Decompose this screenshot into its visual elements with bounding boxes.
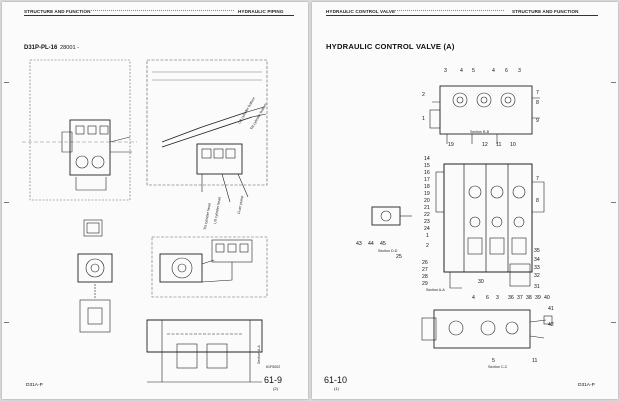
serial-label: 28001 - — [60, 45, 79, 51]
right-page-number: 61-10 — [324, 375, 348, 385]
callout-33: 33 — [534, 265, 540, 271]
callout-45: 45 — [380, 241, 386, 247]
left-header-section: STRUCTURE AND FUNCTION — [24, 9, 91, 14]
callout-32: 32 — [534, 273, 540, 279]
right-header-section: HYDRAULIC CONTROL VALVE — [326, 9, 396, 14]
callout-5: 5 — [472, 68, 475, 74]
callout-3c: 3 — [496, 295, 499, 301]
right-page: HYDRAULIC CONTROL VALVE STRUCTURE AND FU… — [312, 2, 618, 399]
callout-7: 7 — [536, 90, 539, 96]
callout-23: 23 — [424, 219, 430, 225]
callout-17: 17 — [424, 177, 430, 183]
callout-tilt-cylinder-head: Tilt cylinder head — [203, 203, 212, 230]
callout-15: 15 — [424, 163, 430, 169]
callout-16: 16 — [424, 170, 430, 176]
callout-31: 31 — [534, 284, 540, 290]
callout-38: 38 — [526, 295, 532, 301]
callout-5b: 5 — [492, 358, 495, 364]
callout-6b: 6 — [486, 295, 489, 301]
callout-9: 9 — [536, 118, 539, 124]
callout-6: 6 — [505, 68, 508, 74]
callout-1: 1 — [422, 116, 425, 122]
callout-from-pump: From pump — [237, 195, 244, 214]
callout-30: 30 — [478, 279, 484, 285]
right-page-sub: (1) — [334, 386, 339, 391]
callout-2: 2 — [422, 92, 425, 98]
section-a-a-label: Section A-A — [257, 345, 261, 364]
callout-11: 11 — [496, 142, 501, 148]
callout-tilt-cylinder-bottom: Tilt cylinder bottom — [249, 102, 267, 130]
right-header-leader — [392, 10, 504, 14]
callout-22: 22 — [424, 212, 430, 218]
binder-mark — [611, 322, 616, 323]
callout-3b: 3 — [518, 68, 521, 74]
left-header-topic: HYDRAULIC PIPING — [238, 9, 284, 14]
callout-43: 43 — [356, 241, 362, 247]
right-footer-model: D31A-P — [578, 383, 595, 388]
callout-34: 34 — [534, 257, 540, 263]
binder-mark — [611, 202, 616, 203]
callout-44: 44 — [368, 241, 374, 247]
callout-11b: 11 — [532, 358, 537, 364]
right-header-topic: STRUCTURE AND FUNCTION — [512, 9, 579, 14]
callout-14: 14 — [424, 156, 430, 162]
callout-36: 36 — [508, 295, 514, 301]
left-header-leader — [84, 10, 234, 14]
hydraulic-piping-drawing: Lift cylinder bottom Tilt cylinder botto… — [22, 59, 280, 383]
callout-10: 10 — [510, 142, 516, 148]
section-a-a-right-label: Section A-A — [426, 288, 445, 292]
callout-12: 12 — [482, 142, 488, 148]
left-header-rule — [24, 15, 294, 16]
callout-lift-cylinder-head: Lift cylinder head — [213, 197, 222, 224]
callout-3: 3 — [444, 68, 447, 74]
section-d-d-label: Section D-D — [378, 249, 398, 253]
callout-37: 37 — [517, 295, 523, 301]
callout-41: 41 — [548, 306, 554, 312]
model-label: D31P-PL-16 — [24, 45, 58, 51]
left-page: STRUCTURE AND FUNCTION HYDRAULIC PIPING … — [2, 2, 308, 399]
callout-18: 18 — [424, 184, 430, 190]
callout-21: 21 — [424, 205, 430, 211]
section-b-b-label: Section B-B — [470, 130, 490, 134]
callout-4c: 4 — [472, 295, 475, 301]
callout-20: 20 — [424, 198, 430, 204]
section-c-c-label: Section C-C — [488, 365, 508, 369]
callout-26: 26 — [422, 260, 428, 266]
left-page-number: 61-9 — [264, 375, 283, 385]
callout-19: 19 — [424, 191, 430, 197]
right-header-rule — [326, 15, 598, 16]
callout-39: 39 — [535, 295, 541, 301]
drawing-code: 61F5002 — [266, 365, 280, 369]
left-page-sub: (2) — [273, 386, 278, 391]
left-footer-model: D31A-P — [26, 383, 43, 388]
callout-4b: 4 — [492, 68, 495, 74]
callout-7b: 7 — [536, 176, 539, 182]
callout-40: 40 — [544, 295, 550, 301]
callout-8b: 8 — [536, 198, 539, 204]
callout-29: 29 — [422, 281, 428, 287]
callout-2b: 2 — [426, 243, 429, 249]
callout-4: 4 — [460, 68, 463, 74]
callout-19b: 19 — [448, 142, 454, 148]
callout-42: 42 — [548, 322, 554, 328]
control-valve-drawing: 3 4 5 4 6 3 2 1 14 15 16 17 18 19 20 21 … — [356, 68, 554, 369]
binder-mark — [611, 82, 616, 83]
page-title: HYDRAULIC CONTROL VALVE (A) — [326, 42, 455, 51]
callout-27: 27 — [422, 267, 428, 273]
callout-24: 24 — [424, 226, 430, 232]
callout-8: 8 — [536, 100, 539, 106]
binder-mark — [4, 202, 9, 203]
callout-1b: 1 — [426, 233, 429, 239]
callout-28: 28 — [422, 274, 428, 280]
callout-25: 25 — [396, 254, 402, 260]
binder-mark — [4, 82, 9, 83]
binder-mark — [4, 322, 9, 323]
callout-35: 35 — [534, 248, 540, 254]
